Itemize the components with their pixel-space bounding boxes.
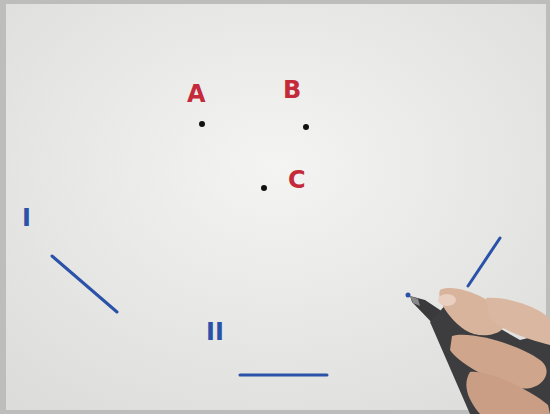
point-dot — [199, 121, 205, 127]
hand-with-pen — [410, 288, 550, 414]
paper — [6, 4, 546, 410]
mirror-number: II — [206, 320, 224, 344]
point-dot — [303, 124, 309, 130]
mirror-line — [52, 256, 117, 312]
mirror-line — [468, 238, 500, 286]
mirror-number: I — [22, 206, 31, 230]
pen-dot — [406, 293, 411, 298]
point-label: B — [283, 78, 301, 102]
point-label: C — [288, 168, 306, 192]
point-label: A — [187, 82, 206, 106]
point-dot — [261, 185, 267, 191]
mirror-line — [240, 374, 327, 377]
